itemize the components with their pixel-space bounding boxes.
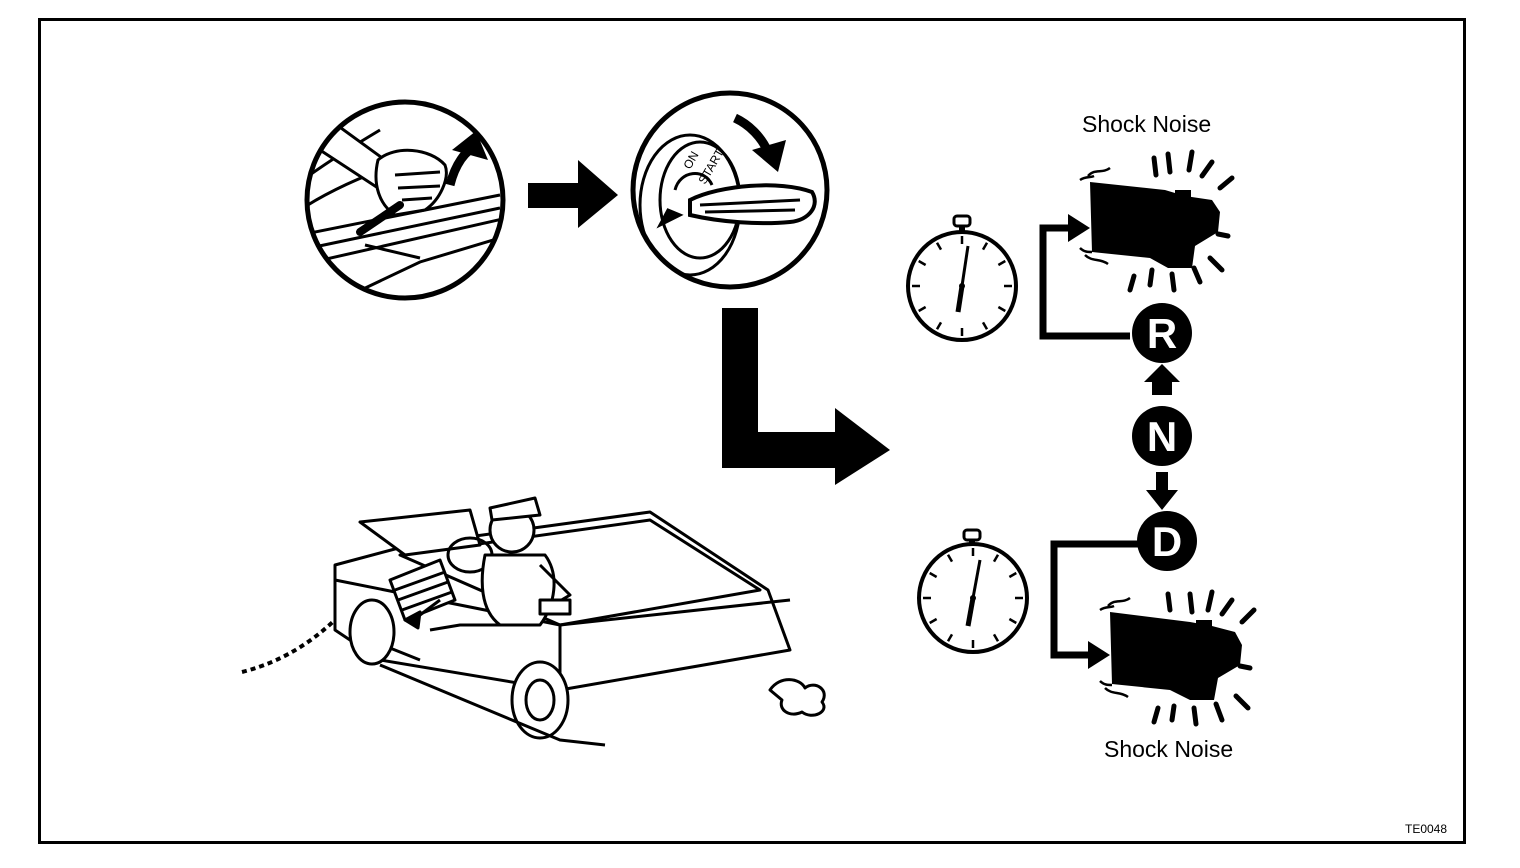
stopwatch-tick — [981, 242, 989, 251]
figure-frame — [38, 18, 1466, 844]
stopwatch-tick — [935, 242, 943, 251]
bracket-arrow-d-to-transmission — [1050, 540, 1140, 669]
car-with-mechanic-illustration — [241, 496, 826, 747]
gear-reverse-label: R — [1147, 310, 1177, 357]
bracket-arrow-r-to-transmission — [1039, 214, 1130, 340]
stopwatch-tick — [981, 321, 989, 330]
stopwatch-tick — [918, 259, 927, 267]
arrow-n-to-d — [1146, 472, 1178, 510]
stopwatch-icon-top — [906, 214, 1018, 342]
l-shaped-arrow — [722, 308, 890, 485]
ignition-key-inset: ON START — [630, 90, 830, 290]
stopwatch-tick — [929, 571, 938, 579]
stopwatch-tick — [997, 305, 1006, 313]
stopwatch-tick — [1008, 571, 1017, 579]
stopwatch-tick — [935, 321, 943, 330]
transmission-shock-icon-bottom — [1099, 589, 1257, 727]
stopwatch-tick — [918, 305, 927, 313]
gear-neutral-label: N — [1147, 413, 1177, 460]
stopwatch-tick — [946, 554, 954, 563]
parking-brake-hand-inset — [304, 99, 506, 301]
gear-drive-label: D — [1152, 518, 1182, 565]
figure-code: TE0048 — [1405, 822, 1448, 836]
shock-noise-label-top: Shock Noise — [1082, 111, 1212, 137]
right-arrow-1 — [528, 160, 618, 228]
arrow-n-to-r — [1144, 364, 1180, 395]
stopwatch-tick — [929, 617, 938, 625]
stopwatch-icon-bottom — [917, 528, 1029, 654]
stopwatch-tick — [997, 259, 1006, 267]
stopwatch-tick — [1008, 617, 1017, 625]
stopwatch-tick — [992, 633, 1000, 642]
gear-selector: R N D — [1132, 303, 1197, 571]
shock-noise-label-bottom: Shock Noise — [1104, 736, 1234, 762]
stopwatch-tick — [992, 554, 1000, 563]
stopwatch-tick — [946, 633, 954, 642]
transmission-shock-icon-top — [1079, 149, 1235, 293]
